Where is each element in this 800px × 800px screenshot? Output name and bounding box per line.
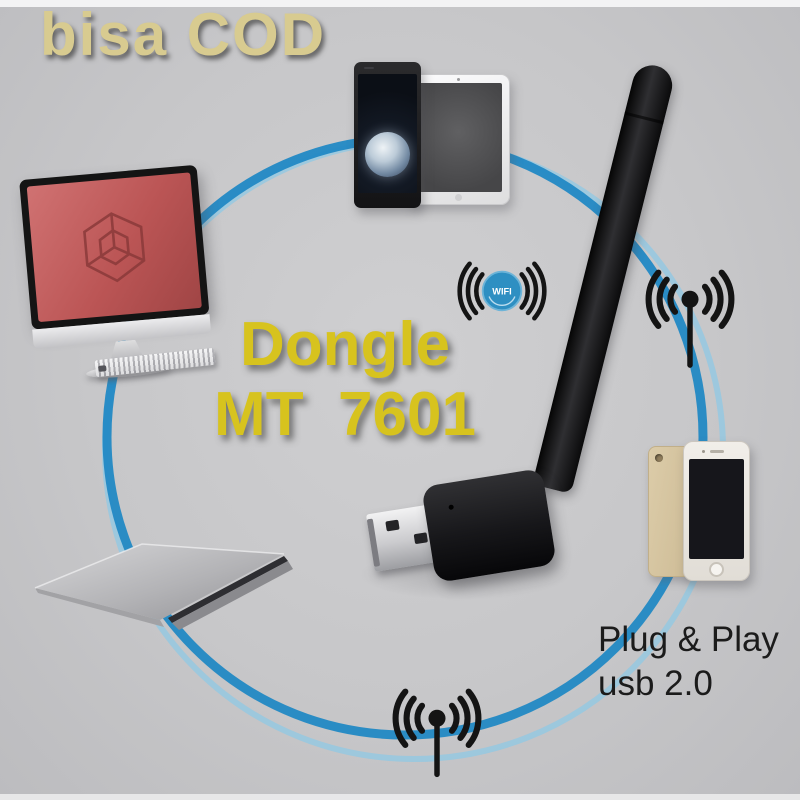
wifi-wave-arcs [457,261,547,321]
antenna-seam [624,111,664,125]
laptop-lid-highlight [34,543,285,589]
antenna-signal-icon-bottom [392,688,482,778]
laptop-front-edge [35,588,164,627]
earth-wallpaper [365,132,410,177]
product-title: Dongle MT 7601 [172,310,518,450]
wifi-signal-icon: WIFI [457,261,547,321]
dongle-body [421,468,557,583]
laptop [34,543,293,630]
usb-plug-hole [385,519,400,532]
tablet-home-button [455,194,462,201]
smartphone-screen [358,74,417,193]
smartphone-rear-camera [655,454,663,462]
desktop-monitor [13,164,223,392]
top-border-strip [0,0,800,7]
dongle-led-dot [448,504,455,511]
wifi-label: WIFI [492,287,511,297]
smartphone-front-camera [702,450,705,453]
cod-badge-text: bisa COD [40,1,327,68]
feature-line1: Plug & Play [598,620,779,659]
bottom-border-strip [0,794,800,800]
tablet-screen [415,83,502,192]
smartphone-speaker [364,67,374,69]
laptop-hinge-slit [168,556,288,623]
cube-logo-icon [83,212,146,283]
product-title-line2: MT 7601 [214,380,476,449]
smartphone-home-button [709,562,724,577]
smartphone-top [354,62,421,208]
usb-plug-hole [413,532,429,545]
wifi-circle-highlight [488,296,516,306]
smartphone-earpiece [710,450,724,453]
laptop-base [172,561,293,630]
keyboard-trackpad-dot [98,365,107,372]
tablet [407,74,510,205]
smartphone-front [683,441,750,581]
smartphone-front-screen [689,459,744,559]
feature-text: Plug & Play usb 2.0 [598,618,779,706]
monitor-screen [26,172,202,323]
product-title-line1: Dongle [239,310,451,379]
monitor-frame [19,164,210,330]
feature-line2: usb 2.0 [598,664,713,703]
antenna-signal-icon-right [645,269,735,368]
wifi-circle [481,270,523,312]
tablet-camera-dot [457,78,460,81]
